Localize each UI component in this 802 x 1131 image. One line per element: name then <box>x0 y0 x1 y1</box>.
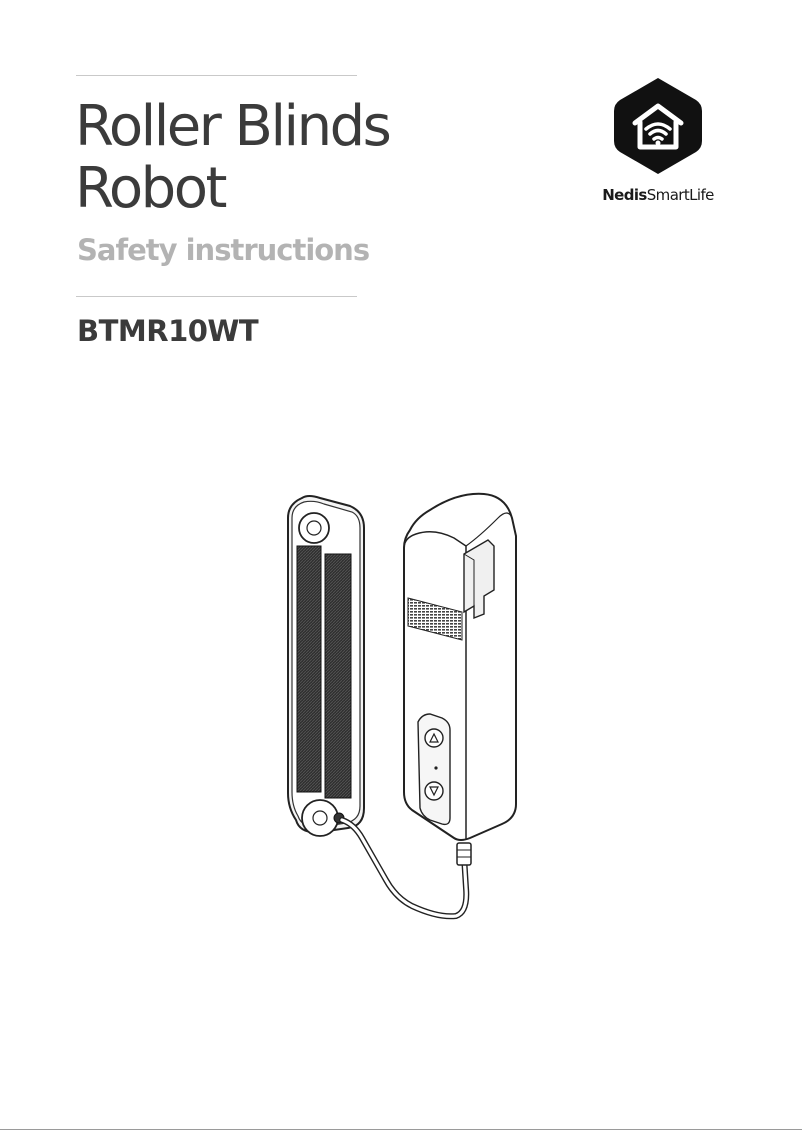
solar-panel <box>287 495 365 837</box>
roller-blinds-robot-illustration <box>287 492 517 920</box>
bottom-divider <box>76 296 357 297</box>
charging-cable <box>339 817 472 920</box>
title-line-1: Roller Blinds <box>75 94 392 159</box>
page-title: Roller Blinds Robot <box>75 94 392 221</box>
footer-rule <box>0 1129 802 1130</box>
title-line-2: Robot <box>75 156 227 221</box>
house-wifi-icon <box>614 78 702 174</box>
product-illustration <box>270 488 532 928</box>
document-subtitle: Safety instructions <box>77 233 370 267</box>
brand-logo: NedisSmartLife <box>588 74 728 210</box>
motor-unit <box>403 492 517 841</box>
model-number: BTMR10WT <box>77 314 259 348</box>
brand-name: NedisSmartLife <box>588 186 728 204</box>
brand-name-part2: SmartLife <box>646 186 715 204</box>
top-divider <box>76 75 357 76</box>
brand-name-part1: Nedis <box>602 186 647 204</box>
